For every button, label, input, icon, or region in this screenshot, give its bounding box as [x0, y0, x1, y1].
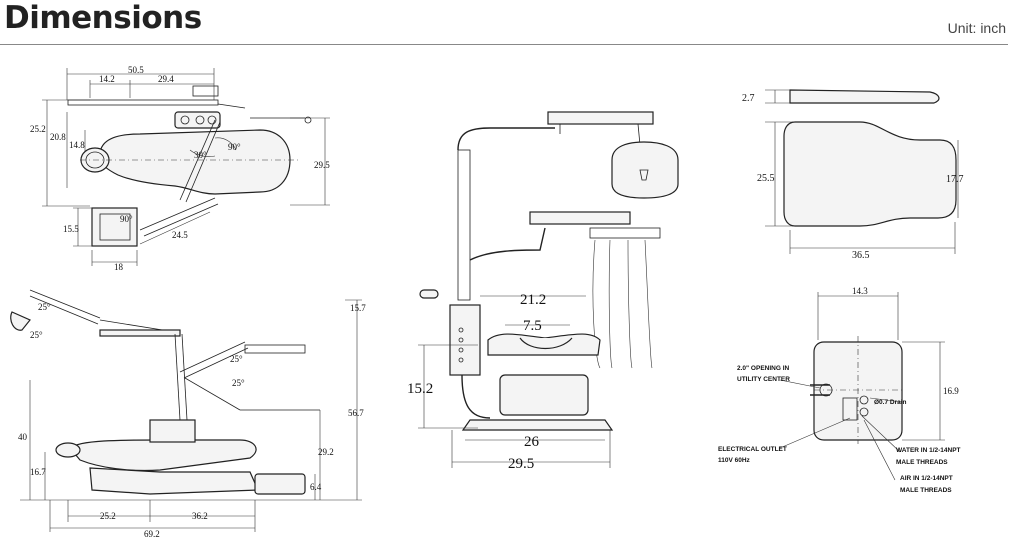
dim-side-left: 25.2 — [100, 511, 116, 521]
dim-tray-arm: 24.5 — [172, 230, 188, 240]
dim-seat-back: 17.7 — [946, 174, 964, 185]
label-opening-1: 2.0" OPENING IN — [737, 365, 790, 372]
dim-tray-width: 18 — [114, 262, 124, 272]
angle-tray-90: 90° — [120, 214, 133, 224]
dim-top-depth: 25.2 — [30, 124, 46, 134]
dim-top-width: 29.5 — [314, 160, 330, 170]
dim-side-40: 40 — [18, 432, 28, 442]
label-opening-2: UTILITY CENTER — [737, 376, 790, 383]
dim-front-head: 7.5 — [523, 318, 542, 334]
unit-label: Unit: inch — [947, 20, 1006, 36]
label-water-1: WATER IN 1/2-14NPT — [896, 447, 961, 454]
dim-side-right: 36.2 — [192, 511, 208, 521]
angle-arm-2: 25° — [232, 378, 245, 388]
dim-top-right: 29.4 — [158, 74, 174, 84]
angle-top-30: 30° — [194, 150, 207, 160]
dim-top-left: 14.2 — [99, 74, 115, 84]
dim-tray-depth: 15.5 — [63, 224, 79, 234]
label-water-2: MALE THREADS — [896, 459, 948, 466]
dim-seat-thickness: 2.7 — [742, 93, 755, 104]
label-electrical-1: ELECTRICAL OUTLET — [718, 446, 787, 453]
angle-top-90: 90° — [228, 142, 241, 152]
page-title: Dimensions — [4, 0, 202, 36]
top-view: 50.5 14.2 29.4 25.2 20.8 14.8 30° 90° 29… — [30, 65, 330, 272]
front-view: 21.2 7.5 15.2 26 29.5 — [407, 111, 679, 472]
dim-front-arm: 21.2 — [520, 292, 546, 308]
dim-box-width: 14.3 — [852, 286, 868, 296]
dim-front-base: 26 — [524, 434, 540, 450]
seat-view: 2.7 25.5 17.7 36.5 — [742, 89, 964, 261]
angle-light-1: 25° — [38, 302, 51, 312]
label-air-1: AIR IN 1/2-14NPT — [900, 475, 953, 482]
dim-side-light: 15.7 — [350, 303, 366, 313]
dim-side-height: 56.7 — [348, 408, 364, 418]
dim-side-29: 29.2 — [318, 447, 334, 457]
dim-seat-width: 36.5 — [852, 250, 870, 261]
dim-front-height: 15.2 — [407, 381, 433, 397]
angle-light-2: 25° — [30, 330, 43, 340]
angle-arm-1: 25° — [230, 354, 243, 364]
label-drain: Ø0.7 Drain — [874, 399, 907, 406]
dim-top-depth-inner: 14.8 — [69, 140, 85, 150]
dim-seat-depth: 25.5 — [757, 173, 775, 184]
dim-front-overall: 29.5 — [508, 456, 534, 472]
side-view: 25° 25° 25° 25° 15.7 56.7 40 29.2 16.7 6… — [10, 289, 366, 539]
dim-side-length: 69.2 — [144, 529, 160, 539]
label-electrical-2: 110V 60Hz — [718, 457, 751, 464]
dim-top-overall: 50.5 — [128, 65, 144, 75]
label-air-2: MALE THREADS — [900, 487, 952, 494]
dim-side-base: 6.4 — [310, 482, 322, 492]
title-divider — [0, 44, 1008, 45]
dim-box-height: 16.9 — [943, 386, 959, 396]
dim-side-seat: 16.7 — [30, 467, 46, 477]
dim-top-depth-mid: 20.8 — [50, 132, 66, 142]
utility-box-view: 14.3 16.9 2.0" OPENING IN UTILITY CENTER… — [718, 286, 961, 494]
